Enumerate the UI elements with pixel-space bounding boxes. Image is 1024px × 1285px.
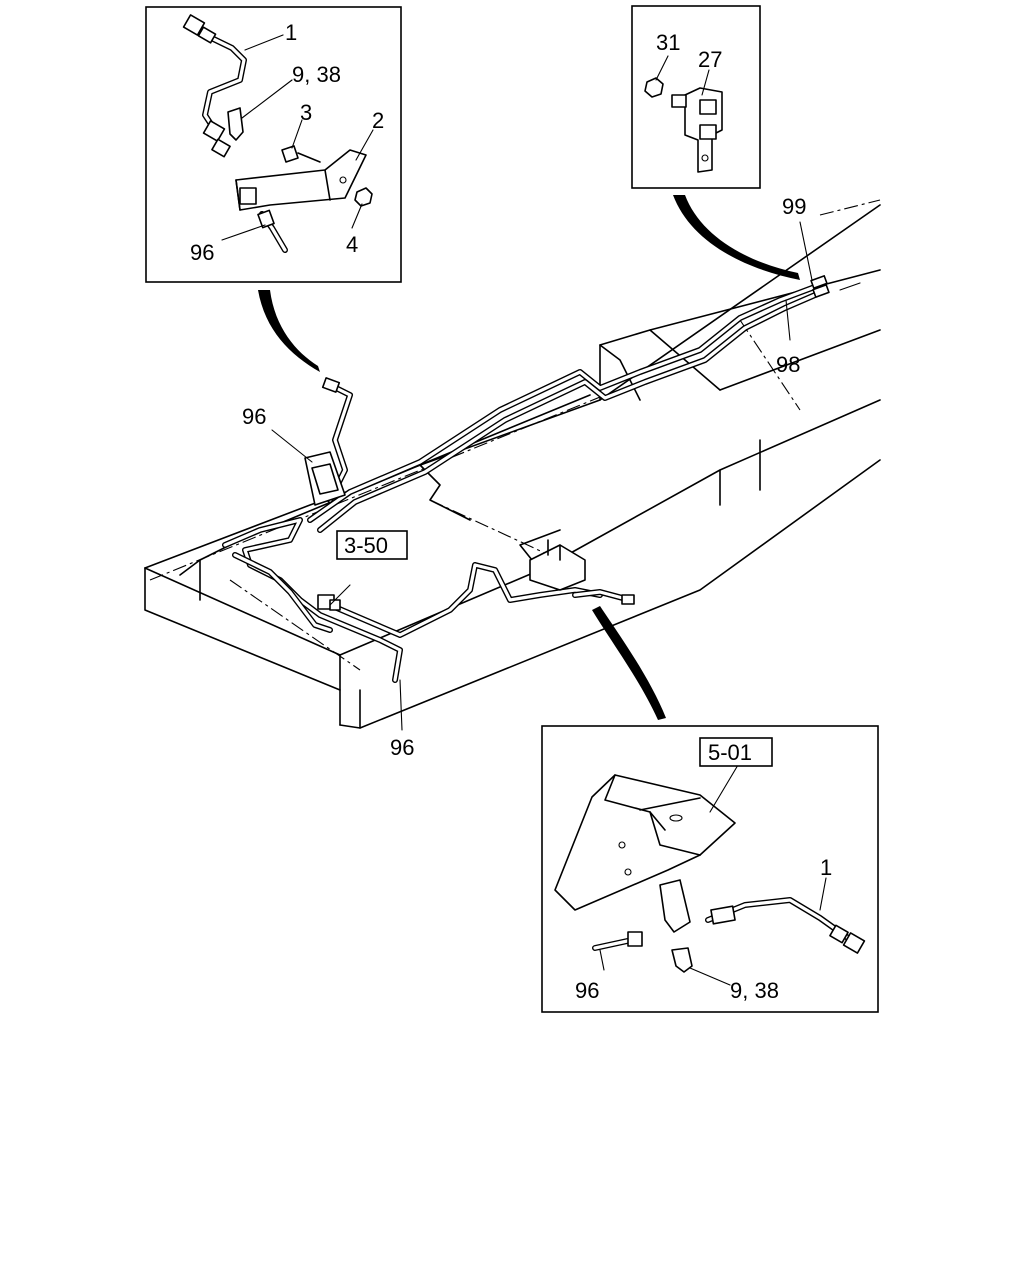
- callout-9-38: 9, 38: [292, 62, 341, 87]
- leader-line: [399, 679, 403, 731]
- reference-box-5-01[interactable]: 5-01: [699, 737, 773, 767]
- callout-9-38: 9, 38: [730, 978, 779, 1003]
- leader-line: [599, 949, 605, 971]
- frame-centerline: [429, 499, 561, 561]
- frame-rail: [144, 204, 881, 729]
- frame-centerline: [819, 199, 881, 216]
- leader-line: [785, 299, 791, 341]
- leader-line: [271, 429, 313, 463]
- pointer-arrow: [592, 606, 666, 720]
- callout-96: 96: [190, 240, 214, 265]
- inset-top-right: 31 27: [631, 5, 800, 280]
- leader-line: [291, 119, 303, 149]
- leader-line: [701, 69, 710, 96]
- hose-fitting: [182, 14, 206, 36]
- frame-view: 96 99 98 96 3-50: [144, 194, 881, 760]
- leader-line: [329, 584, 351, 606]
- hose-fitting: [621, 594, 635, 605]
- bracket-tab: [659, 879, 691, 933]
- callout-98: 98: [776, 352, 800, 377]
- frame-centerline: [229, 579, 361, 671]
- callout-99: 99: [782, 194, 806, 219]
- callout-3: 3: [300, 100, 312, 125]
- reference-box-3-50[interactable]: 3-50: [336, 530, 408, 560]
- frame-centerline: [739, 319, 801, 411]
- leader-line: [655, 55, 669, 81]
- leader-line: [689, 967, 731, 986]
- svg-text:5-01: 5-01: [708, 740, 752, 765]
- inset-frame: [145, 6, 402, 283]
- inset-top-left: 1 9, 38 3 2 4 96: [145, 6, 402, 372]
- leader-line: [819, 877, 827, 911]
- callout-2: 2: [372, 108, 384, 133]
- leader-line: [241, 79, 293, 119]
- callout-1: 1: [820, 855, 832, 880]
- pointer-arrow: [258, 290, 320, 372]
- pipe-clip-bracket: [304, 451, 346, 506]
- bolt-icon: [281, 145, 299, 163]
- pipe-end-fitting: [810, 275, 828, 289]
- clip-icon: [227, 107, 244, 141]
- nut-icon: [354, 187, 373, 207]
- callout-31: 31: [656, 30, 680, 55]
- callout-96-left: 96: [242, 404, 266, 429]
- callout-96: 96: [575, 978, 599, 1003]
- callout-96-bottom: 96: [390, 735, 414, 760]
- callout-1: 1: [285, 20, 297, 45]
- rear-bracket: [529, 544, 586, 591]
- brake-pipe-lower: [222, 517, 603, 683]
- clip-icon: [671, 947, 693, 973]
- hose-fitting: [321, 377, 341, 393]
- brake-pipe-upper: [307, 282, 825, 533]
- nut-icon: [644, 77, 664, 98]
- leader-line: [355, 129, 374, 161]
- frame-centerline: [149, 394, 606, 581]
- leader-line: [709, 764, 739, 813]
- leader-line: [351, 203, 363, 229]
- pipe-end-fitting: [812, 284, 830, 298]
- leader-line: [221, 224, 266, 241]
- leader-line: [244, 34, 284, 51]
- bracket-icon: [235, 149, 367, 211]
- callout-27: 27: [698, 47, 722, 72]
- pointer-arrow: [673, 195, 800, 280]
- svg-text:3-50: 3-50: [344, 533, 388, 558]
- leader-line: [799, 221, 813, 281]
- inset-bottom-right: 5-01 1 96 9, 38: [541, 606, 879, 1013]
- callout-4: 4: [346, 232, 358, 257]
